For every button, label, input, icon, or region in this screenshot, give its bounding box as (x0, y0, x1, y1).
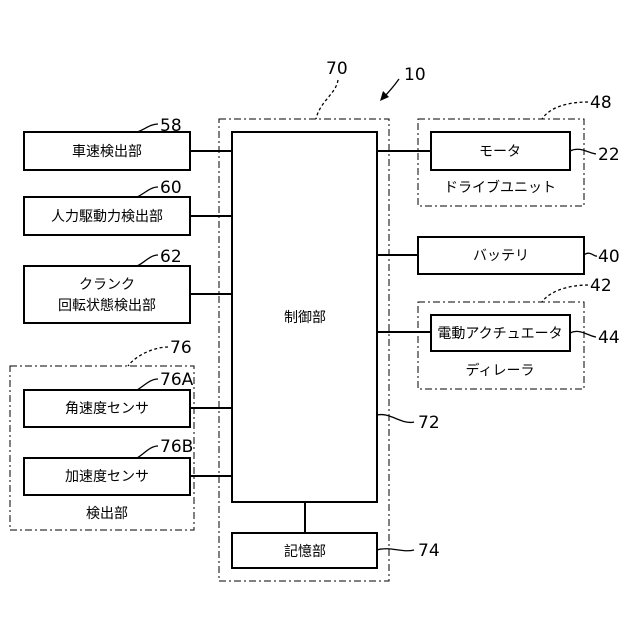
ref-44: 44 (598, 328, 620, 348)
input-drive-force-detector-label: 人力駆動力検出部 (51, 209, 163, 225)
vehicle-speed-detector-label: 車速検出部 (72, 143, 142, 160)
controller-label: 制御部 (284, 310, 326, 326)
ref-74: 74 (418, 541, 440, 561)
ref-42-leader (542, 285, 588, 302)
motor-label: モータ (479, 144, 521, 160)
ref-58: 58 (160, 116, 182, 136)
drive-unit-label: ドライブユニット (444, 179, 556, 196)
ref-62: 62 (160, 247, 182, 267)
crank-rotation-detector-label-1: クランク (79, 277, 135, 293)
ref-76-leader (128, 347, 168, 366)
ref-76B-leader (137, 446, 158, 458)
ref-44-leader (570, 331, 596, 337)
ref-58-leader (137, 124, 158, 132)
detection-unit-label: 検出部 (86, 506, 128, 522)
ref-40: 40 (598, 247, 620, 267)
angular-velocity-sensor-label: 角速度センサ (65, 401, 149, 417)
ref-76A: 76A (160, 370, 194, 390)
electric-actuator-label: 電動アクチュエータ (437, 326, 562, 342)
ref-76A-leader (137, 379, 158, 390)
ref-60-leader (137, 187, 158, 197)
ref-40-leader (584, 253, 597, 256)
battery-label: バッテリ (473, 248, 529, 264)
ref-48: 48 (590, 93, 612, 113)
ref-22-leader (570, 149, 596, 154)
ref-62-leader (137, 255, 158, 266)
ref-72: 72 (418, 413, 440, 433)
ref-10: 10 (404, 65, 426, 85)
ref-48-leader (542, 102, 588, 119)
ref-70: 70 (326, 59, 348, 79)
ref-76: 76 (170, 338, 192, 358)
ref-72-leader (377, 415, 414, 423)
derailleur-label: ディレーラ (465, 362, 534, 379)
ref-70-leader (316, 80, 338, 119)
ref-74-leader (377, 549, 414, 551)
ref-60: 60 (160, 178, 182, 198)
storage-label: 記憶部 (284, 543, 326, 560)
acceleration-sensor-label: 加速度センサ (65, 469, 149, 485)
crank-rotation-detector-box (24, 266, 190, 323)
ref-42: 42 (590, 276, 612, 296)
ref-76B: 76B (160, 437, 193, 457)
ref-22: 22 (598, 145, 620, 165)
crank-rotation-detector-label-2: 回転状態検出部 (58, 298, 156, 314)
